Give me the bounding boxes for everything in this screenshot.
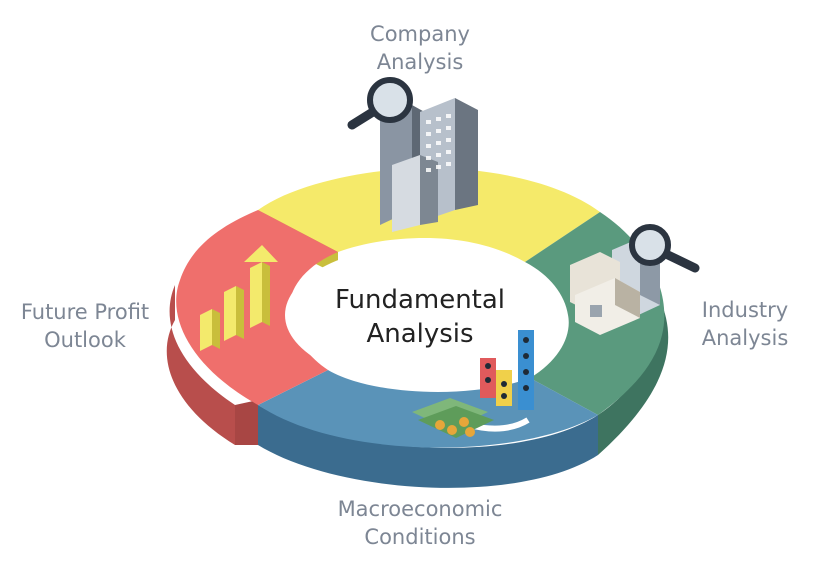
industry-magnifier-icon [629, 224, 700, 273]
office-building-icon [380, 98, 478, 232]
money-pile-icon [412, 398, 494, 438]
center-title: Fundamental Analysis [300, 283, 540, 351]
coin-stack-icon [480, 330, 534, 410]
ring-center-hole [285, 245, 565, 385]
rising-bars-icon [200, 245, 278, 351]
label-macroeconomic-conditions: Macroeconomic Conditions [337, 497, 503, 549]
center-title-line1: Fundamental [334, 285, 506, 315]
magnifier-icon [347, 77, 413, 130]
label-industry-analysis: Industry Analysis [701, 298, 789, 350]
label-company-analysis: Company Analysis [370, 22, 470, 74]
label-future-profit-outlook: Future Profit Outlook [20, 300, 150, 352]
center-title-line2: Analysis [366, 319, 474, 349]
